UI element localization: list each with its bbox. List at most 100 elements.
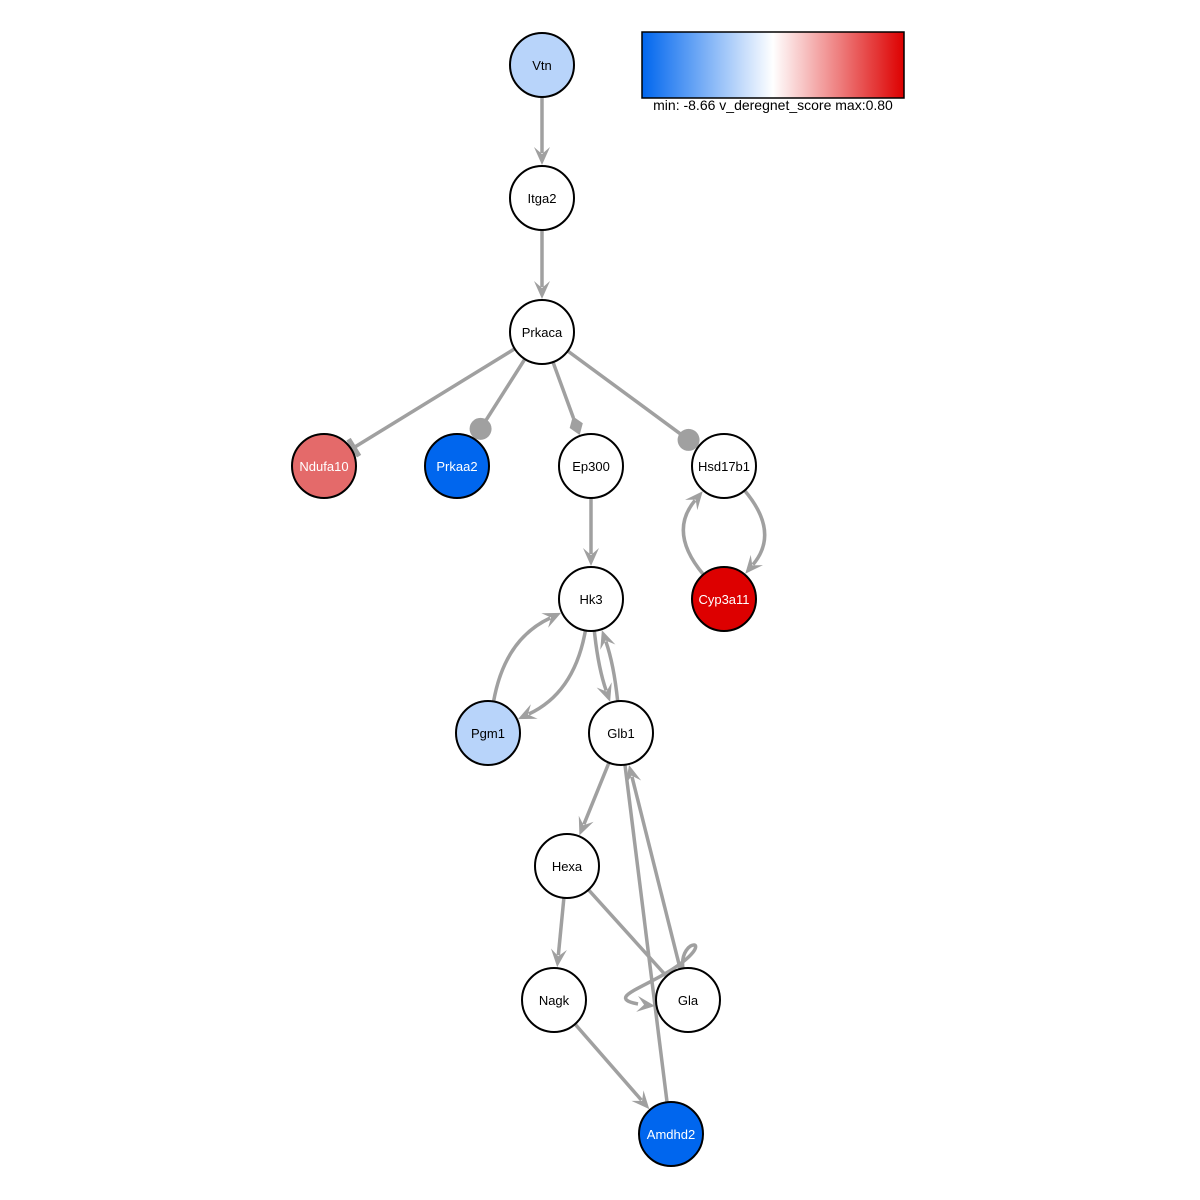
node-label: Hsd17b1: [698, 459, 750, 474]
edge-nagk-to-amdhd2-arrowhead: [631, 1090, 650, 1110]
edge-pgm1-to-hk3-line: [491, 616, 551, 702]
node-circle: [588, 700, 654, 766]
edge-glb1-to-hexa-arrowhead: [578, 815, 594, 836]
edge-pgm1-to-hk3: [491, 612, 562, 702]
edge-prkaca-to-ep300: [551, 361, 583, 436]
node-label: Cyp3a11: [698, 592, 749, 607]
node-circle: [558, 566, 624, 632]
edge-hsd17b1-to-cyp3a11-line: [743, 489, 767, 566]
node-circle: [424, 433, 490, 499]
node-circle: [534, 833, 600, 899]
edge-prkaca-to-hsd17b1: [566, 349, 700, 451]
node-amdhd2[interactable]: Amdhd2: [638, 1101, 704, 1167]
node-label: Nagk: [539, 993, 570, 1008]
edge-itga2-to-prkaca: [534, 230, 550, 299]
node-label: Ndufa10: [299, 459, 348, 474]
node-cyp3a11[interactable]: Cyp3a11: [691, 566, 757, 632]
edge-glb1-to-hk3: [600, 630, 620, 702]
edge-glb1-to-amdhd2-line: [623, 764, 669, 1102]
edge-ep300-to-hk3: [583, 498, 599, 566]
node-glb1[interactable]: Glb1: [588, 700, 654, 766]
node-label: Gla: [678, 993, 699, 1008]
edge-hk3-to-pgm1-line: [528, 630, 588, 716]
node-label: Glb1: [607, 726, 634, 741]
node-nagk[interactable]: Nagk: [521, 967, 587, 1033]
node-hexa[interactable]: Hexa: [534, 833, 600, 899]
edge-cyp3a11-to-hsd17b1-arrowhead: [685, 491, 703, 511]
node-prkaa2[interactable]: Prkaa2: [424, 433, 490, 499]
edge-nagk-to-amdhd2-line: [573, 1022, 643, 1102]
legend-max-label: max:0.80: [835, 97, 893, 113]
node-label: Hexa: [552, 859, 583, 874]
node-label: Vtn: [532, 58, 552, 73]
node-circle: [655, 967, 721, 1033]
edge-glb1-to-hk3-arrowhead: [600, 630, 616, 650]
node-pgm1[interactable]: Pgm1: [455, 700, 521, 766]
edge-hexa-to-gla: [587, 888, 668, 977]
edges-layer: [346, 97, 767, 1110]
edge-glb1-to-hexa-line: [582, 761, 611, 825]
edge-cyp3a11-to-hsd17b1: [681, 491, 705, 576]
edge-hexa-to-gla-line: [587, 888, 668, 977]
node-circle: [638, 1101, 704, 1167]
edge-prkaca-to-ndufa10-line: [352, 347, 516, 450]
node-circle: [521, 967, 587, 1033]
node-hsd17b1[interactable]: Hsd17b1: [691, 433, 757, 499]
node-vtn[interactable]: Vtn: [509, 32, 575, 98]
node-circle: [558, 433, 624, 499]
node-label: Pgm1: [471, 726, 505, 741]
node-circle: [291, 433, 357, 499]
edge-itga2-to-prkaca-arrowhead: [534, 281, 550, 299]
edge-cyp3a11-to-hsd17b1-line: [681, 499, 705, 576]
legend-score-label: v_deregnet_score: [719, 97, 831, 113]
edge-nagk-to-amdhd2: [573, 1022, 650, 1110]
node-label: Amdhd2: [647, 1127, 695, 1142]
edge-vtn-to-itga2: [534, 97, 550, 165]
node-circle: [455, 700, 521, 766]
node-hk3[interactable]: Hk3: [558, 566, 624, 632]
node-label: Prkaca: [522, 325, 563, 340]
legend-gradient-bar: [641, 31, 905, 99]
edge-glb1-to-hk3-line: [604, 640, 620, 702]
edge-hk3-to-glb1-line: [592, 630, 608, 692]
edge-glb1-to-hexa: [578, 761, 611, 836]
edge-pgm1-to-hk3-arrowhead: [541, 612, 562, 628]
edge-prkaca-to-prkaa2-circle-head: [469, 417, 492, 440]
edge-gla-to-gla-arrowhead: [636, 995, 655, 1012]
node-prkaca[interactable]: Prkaca: [509, 299, 575, 365]
edge-prkaca-to-hsd17b1-circle-head: [677, 428, 700, 451]
edge-prkaca-to-hsd17b1-line: [566, 349, 690, 442]
edge-vtn-to-itga2-arrowhead: [534, 147, 550, 165]
node-ep300[interactable]: Ep300: [558, 433, 624, 499]
edge-hsd17b1-to-cyp3a11: [743, 489, 767, 574]
edge-gla-to-glb1: [625, 765, 682, 970]
legend-caption: min: -8.66 v_deregnet_score max:0.80: [653, 97, 893, 113]
edge-glb1-to-amdhd2: [623, 764, 669, 1102]
color-legend: min: -8.66 v_deregnet_score max:0.80: [641, 31, 905, 113]
edge-gla-to-gla: [623, 943, 698, 1012]
edge-hexa-to-nagk-arrowhead: [550, 948, 567, 968]
edge-hexa-to-nagk-line: [556, 897, 566, 956]
legend-min-label: min: -8.66: [653, 97, 715, 113]
node-ndufa10[interactable]: Ndufa10: [291, 433, 357, 499]
edge-hk3-to-pgm1-arrowhead: [517, 704, 538, 720]
edge-hsd17b1-to-cyp3a11-arrowhead: [745, 554, 763, 574]
node-label: Ep300: [572, 459, 610, 474]
edge-hexa-to-nagk: [550, 897, 567, 968]
node-circle: [509, 165, 575, 231]
node-itga2[interactable]: Itga2: [509, 165, 575, 231]
node-label: Hk3: [579, 592, 602, 607]
node-circle: [691, 566, 757, 632]
edge-prkaca-to-ep300-line: [551, 361, 576, 419]
edge-prkaca-to-ep300-diamond-head: [569, 416, 583, 436]
edge-prkaca-to-prkaa2: [469, 358, 527, 440]
edge-ep300-to-hk3-arrowhead: [583, 548, 599, 566]
node-label: Itga2: [528, 191, 557, 206]
node-label: Prkaa2: [436, 459, 477, 474]
node-circle: [509, 299, 575, 365]
edge-gla-to-glb1-line: [630, 776, 682, 970]
node-gla[interactable]: Gla: [655, 967, 721, 1033]
edge-hk3-to-glb1-arrowhead: [596, 682, 612, 702]
